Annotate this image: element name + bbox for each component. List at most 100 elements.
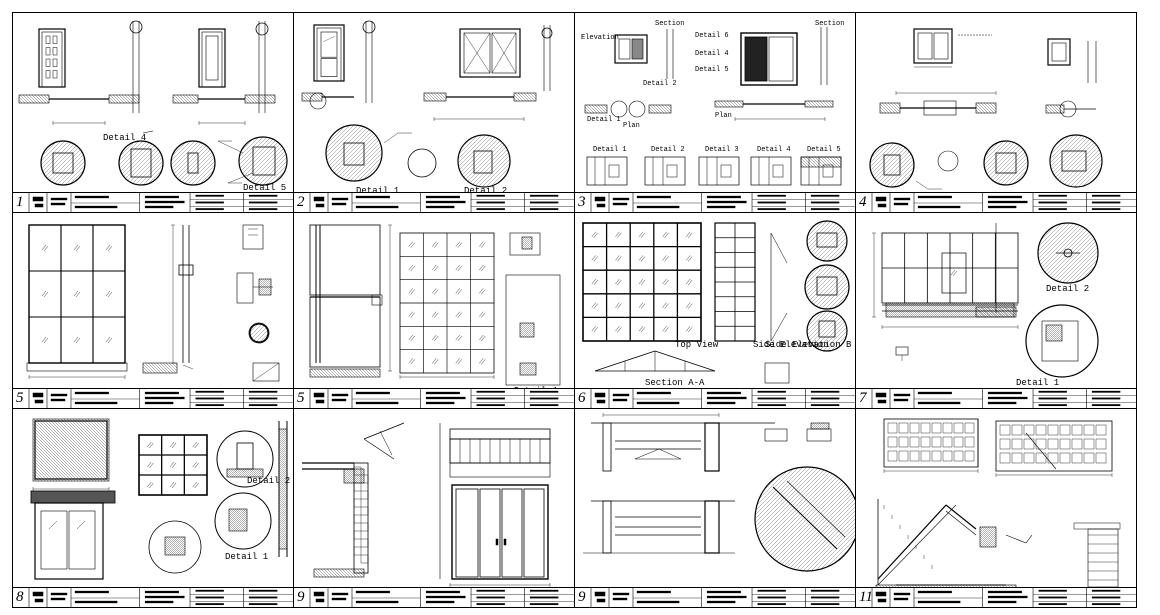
label-top-view: Top View — [675, 340, 719, 350]
title-block-grid — [309, 193, 574, 212]
label-section: Section — [655, 20, 684, 28]
label-detail-4: Detail 4 — [757, 146, 791, 154]
cad-drawing — [302, 422, 551, 587]
detail-circle-1 — [249, 323, 269, 343]
drawing-panel-1: Detail 4 Detail 5 1 — [12, 12, 294, 213]
title-block-grid — [871, 193, 1136, 212]
label-detail-2: Detail 2 — [643, 80, 677, 88]
title-block: 1 — [13, 192, 293, 212]
sheet-number: 8 — [16, 589, 24, 605]
cad-drawing: Detail 4 Detail 5 — [18, 20, 288, 193]
label-detail-6: Detail 6 — [695, 32, 729, 40]
title-block: 8 — [13, 587, 293, 607]
label-side-elevation-b: Side Elevation B — [765, 340, 852, 350]
title-block: 11 — [856, 587, 1136, 607]
label-plan: Plan — [623, 122, 640, 130]
drawing-panel-8: Detail 2 Detail 1 7 — [855, 212, 1137, 409]
title-block: 9 — [575, 587, 855, 607]
sheet-number: 1 — [16, 194, 24, 210]
label-detail-5: Detail 5 — [695, 66, 729, 74]
drawing-panel-10: 9 — [293, 408, 575, 608]
detail-label-4: Detail 4 — [514, 386, 557, 389]
title-block-grid — [590, 389, 855, 408]
title-block: 7 — [856, 388, 1136, 408]
title-block-grid — [590, 588, 855, 607]
drawing-panel-6: Detail 4 5 — [293, 212, 575, 409]
detail-circle-2 — [983, 140, 1029, 186]
drawing-panel-11: 9 — [574, 408, 856, 608]
detail-circle-1 — [325, 124, 383, 182]
title-block-grid — [309, 588, 574, 607]
cad-drawing: Detail 4 — [309, 224, 561, 389]
label-detail-3: Detail 3 — [705, 146, 739, 154]
detail-circle-3 — [170, 140, 216, 186]
title-block: 5 — [294, 388, 574, 408]
detail-label-2: Detail 2 — [1046, 284, 1089, 294]
detail-circle-1 — [1037, 222, 1099, 284]
title-block-grid — [871, 389, 1136, 408]
label-detail-2: Detail 2 — [651, 146, 685, 154]
sheet-number: 7 — [859, 390, 867, 406]
detail-circle-1 — [869, 142, 915, 188]
detail-circle-2 — [804, 264, 850, 310]
title-block: 4 — [856, 192, 1136, 212]
sheet-number: 9 — [578, 589, 586, 605]
cad-drawing: Detail 1 Detail 2 — [301, 20, 553, 193]
label-elevation: Elevation — [581, 34, 619, 42]
label-detail-4: Detail 4 — [695, 50, 729, 58]
cad-drawing: Detail 2 Detail 1 — [872, 222, 1099, 388]
sheet-number: 4 — [859, 194, 867, 210]
drawing-panel-2: Detail 1 Detail 2 2 — [293, 12, 575, 213]
title-block: 2 — [294, 192, 574, 212]
detail-circle-1 — [806, 220, 848, 262]
detail-circle-3 — [806, 310, 848, 352]
detail-circle-2 — [118, 140, 164, 186]
label-detail-1: Detail 1 — [593, 146, 627, 154]
label-plan: Plan — [715, 112, 732, 120]
title-block-grid — [28, 389, 293, 408]
label-side-elevation: Side Elevation — [753, 340, 829, 350]
detail-circle-2 — [457, 134, 511, 188]
detail-label-1: Detail 1 — [1016, 378, 1059, 388]
detail-label-5: Detail 5 — [243, 183, 286, 193]
drawing-panel-5: 5 — [12, 212, 294, 409]
cad-drawing — [875, 418, 1121, 588]
label-section-a-a: Section A-A — [645, 378, 705, 388]
detail-circle-1 — [754, 466, 855, 572]
title-block-grid — [590, 193, 855, 212]
detail-circle-3 — [1049, 134, 1103, 188]
detail-label-4: Detail 4 — [103, 133, 146, 143]
sheet-number: 11 — [859, 589, 873, 605]
title-block-grid — [309, 389, 574, 408]
title-block-grid — [28, 588, 293, 607]
detail-label-1: Detail 1 — [356, 186, 399, 193]
title-block: 9 — [294, 587, 574, 607]
drawing-panel-9: Detail 2 Detail 1 8 — [12, 408, 294, 608]
sheet-number: 5 — [16, 390, 24, 406]
label-section: Section — [815, 20, 844, 28]
cad-drawing: Detail 2 Detail 1 — [30, 418, 290, 580]
drawing-panel-12: 11 — [855, 408, 1137, 608]
detail-label-2: Detail 2 — [247, 476, 290, 486]
title-block-grid — [28, 193, 293, 212]
sheet-number: 2 — [297, 194, 305, 210]
sheet-number: 5 — [297, 390, 305, 406]
cad-drawing — [26, 224, 280, 382]
detail-circle-4 — [238, 136, 288, 186]
title-block-grid — [871, 588, 1136, 607]
detail-label-1: Detail 1 — [225, 552, 268, 562]
label-detail-5: Detail 5 — [807, 146, 841, 154]
title-block: 3 — [575, 192, 855, 212]
sheet-number: 9 — [297, 589, 305, 605]
detail-label-2: Detail 2 — [464, 186, 507, 193]
title-block: 5 — [13, 388, 293, 408]
sheet-number: 3 — [578, 194, 586, 210]
detail-circle-1 — [40, 140, 86, 186]
cad-drawing — [869, 28, 1103, 190]
title-block: 6 — [575, 388, 855, 408]
